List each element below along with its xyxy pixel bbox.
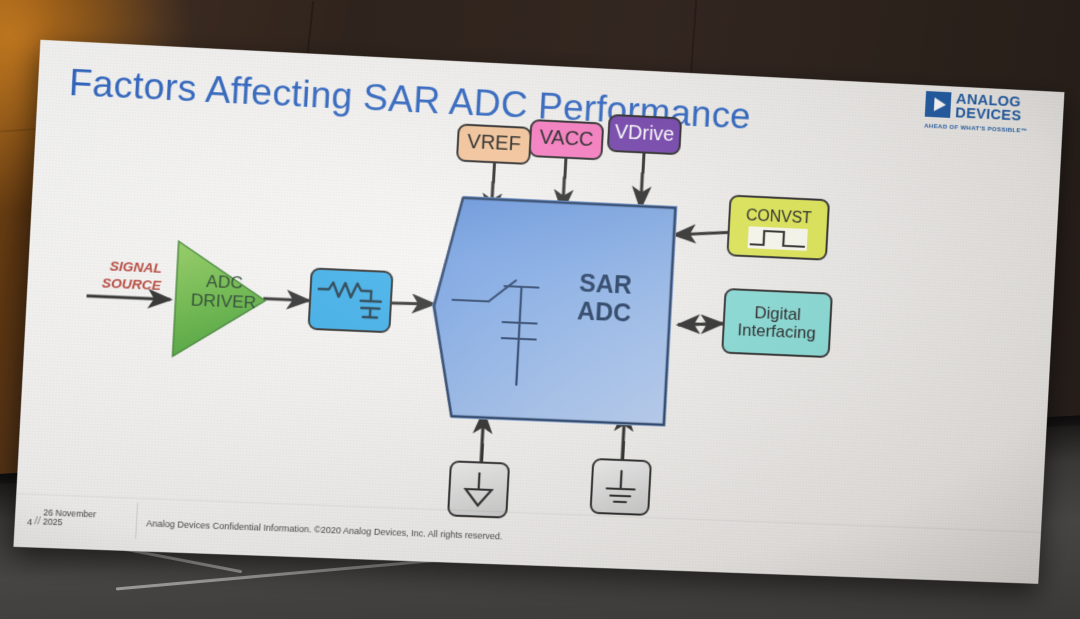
sar-adc-label: SAR ADC xyxy=(576,269,633,328)
digital-interfacing-label-line2: Interfacing xyxy=(737,320,817,343)
vacc-block[interactable]: VACC xyxy=(528,118,605,161)
rc-filter-block[interactable] xyxy=(307,267,394,334)
vdrive-block[interactable]: VDrive xyxy=(606,113,683,156)
adc-driver-block[interactable]: ADC DRIVER xyxy=(171,239,271,356)
projection-screen: Factors Affecting SAR ADC Performance AN… xyxy=(13,40,1064,584)
signal-source-label: SIGNAL SOURCE xyxy=(101,258,163,293)
earth-ground-icon xyxy=(601,466,641,507)
vref-label: VREF xyxy=(466,131,522,156)
footer-separator: // xyxy=(34,515,42,528)
sar-adc-block[interactable]: SAR ADC xyxy=(426,194,678,427)
vref-block[interactable]: VREF xyxy=(455,123,533,166)
amplifier-triangle-icon xyxy=(170,239,270,362)
convst-block[interactable]: CONVST xyxy=(726,194,831,261)
slide: Factors Affecting SAR ADC Performance AN… xyxy=(13,40,1064,584)
sar-adc-block-diagram: SIGNAL SOURCE ADC D xyxy=(13,40,1064,584)
sar-adc-outline xyxy=(426,195,677,427)
signal-ground-block[interactable] xyxy=(447,460,511,519)
pulse-waveform-icon xyxy=(747,225,808,251)
vdrive-label: VDrive xyxy=(614,121,675,147)
footer-date-line2: 2025 xyxy=(42,516,63,528)
convst-label: CONVST xyxy=(745,207,813,228)
triangle-ground-icon xyxy=(459,471,499,510)
footer-page-info: 4 // 26 November 2025 xyxy=(27,507,97,529)
adc-driver-label: ADC DRIVER xyxy=(190,271,257,313)
vacc-label: VACC xyxy=(538,126,594,152)
digital-interfacing-block[interactable]: Digital Interfacing xyxy=(721,287,833,359)
earth-ground-block[interactable] xyxy=(589,457,652,516)
rc-filter-icon xyxy=(314,275,387,326)
page-number: 4 xyxy=(26,516,33,528)
